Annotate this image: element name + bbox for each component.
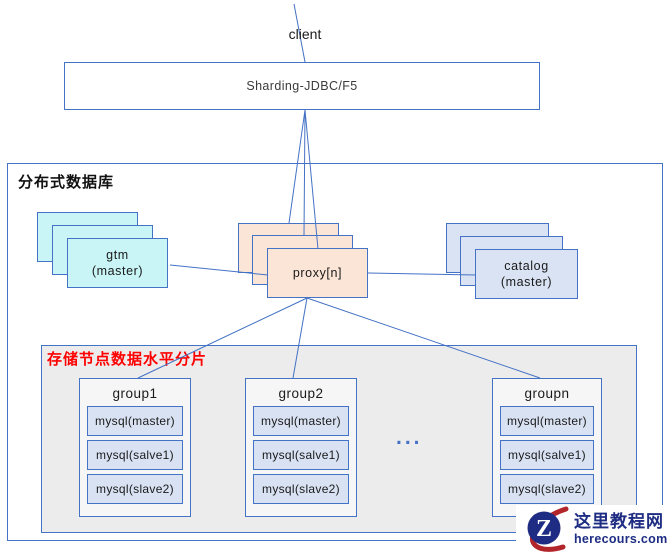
group2-box: group2 mysql(master) mysql(salve1) mysql…	[245, 378, 357, 517]
mysql-node-row: mysql(master)	[253, 406, 349, 436]
catalog-label-line1: catalog	[504, 258, 549, 273]
group1-box: group1 mysql(master) mysql(salve1) mysql…	[79, 378, 191, 517]
mysql-node-row: mysql(slave2)	[87, 474, 183, 504]
group1-title: group1	[112, 386, 158, 401]
groups-ellipsis: ...	[396, 426, 423, 449]
proxy-label: proxy[n]	[292, 265, 343, 280]
site-watermark-logo: Z 这里教程网 herecours.com	[516, 505, 668, 553]
gtm-label-line2: (master)	[91, 264, 144, 278]
mysql-node-row: mysql(salve1)	[500, 440, 594, 470]
client-label: client	[288, 26, 322, 42]
group2-title: group2	[278, 386, 324, 401]
groupn-box: groupn mysql(master) mysql(salve1) mysql…	[492, 378, 602, 517]
mysql-node-row: mysql(salve1)	[253, 440, 349, 470]
catalog-label-line2: (master)	[500, 275, 553, 289]
mysql-node-row: mysql(master)	[87, 406, 183, 436]
gtm-label-line1: gtm	[106, 247, 129, 262]
gtm-box: gtm (master)	[67, 238, 168, 288]
proxy-box: proxy[n]	[267, 248, 368, 298]
mysql-node-row: mysql(slave2)	[253, 474, 349, 504]
logo-site-name: 这里教程网	[574, 511, 664, 531]
sharding-jdbc-label: Sharding-JDBC/F5	[246, 79, 358, 93]
logo-text-block: 这里教程网 herecours.com	[572, 512, 668, 547]
groupn-title: groupn	[524, 386, 570, 401]
storage-region-title: 存储节点数据水平分片	[47, 351, 208, 368]
sharding-jdbc-box: Sharding-JDBC/F5	[64, 62, 540, 110]
mysql-node-row: mysql(slave2)	[500, 474, 594, 504]
logo-z-icon: Z	[527, 506, 569, 552]
catalog-box: catalog (master)	[475, 249, 578, 299]
mysql-node-row: mysql(salve1)	[87, 440, 183, 470]
distributed-db-title: 分布式数据库	[18, 174, 115, 191]
logo-letter: Z	[536, 516, 552, 542]
mysql-node-row: mysql(master)	[500, 406, 594, 436]
logo-site-url: herecours.com	[574, 531, 668, 546]
